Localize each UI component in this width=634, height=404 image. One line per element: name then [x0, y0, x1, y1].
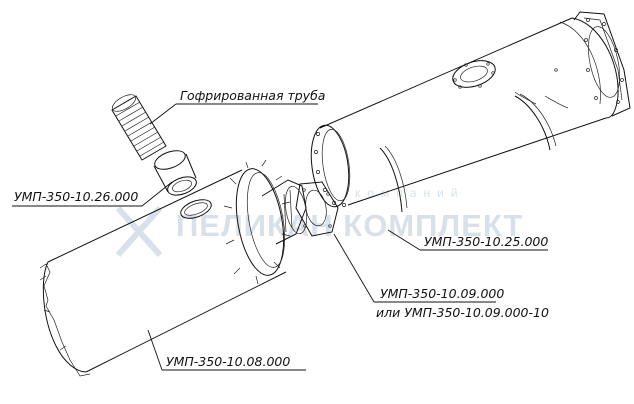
corrugated-pipe	[111, 94, 167, 161]
label-part-08: УМП-350-10.08.000	[166, 354, 290, 369]
watermark-big-text: ПЕЛИКАН КОМПЛЕКТ	[176, 208, 524, 243]
watermark-small-text: компаний	[355, 186, 465, 200]
part-labels: Гофрированная труба УМП-350-10.26.000 УМ…	[14, 88, 549, 369]
label-part-09-line2: или УМП-350-10.09.000-10	[376, 305, 549, 320]
watermark-logo	[115, 206, 163, 257]
adapter-26	[153, 150, 197, 196]
housing-08	[39, 159, 308, 377]
gasket-09	[295, 181, 339, 237]
housing-25	[310, 11, 631, 213]
leader-lines	[12, 103, 548, 371]
watermark: компаний ПЕЛИКАН КОМПЛЕКТ	[115, 186, 524, 257]
label-part-25: УМП-350-10.25.000	[424, 234, 548, 249]
label-part-26: УМП-350-10.26.000	[14, 189, 138, 204]
label-part-09-line1: УМП-350-10.09.000	[380, 286, 504, 301]
label-corrugated-pipe: Гофрированная труба	[180, 88, 325, 103]
